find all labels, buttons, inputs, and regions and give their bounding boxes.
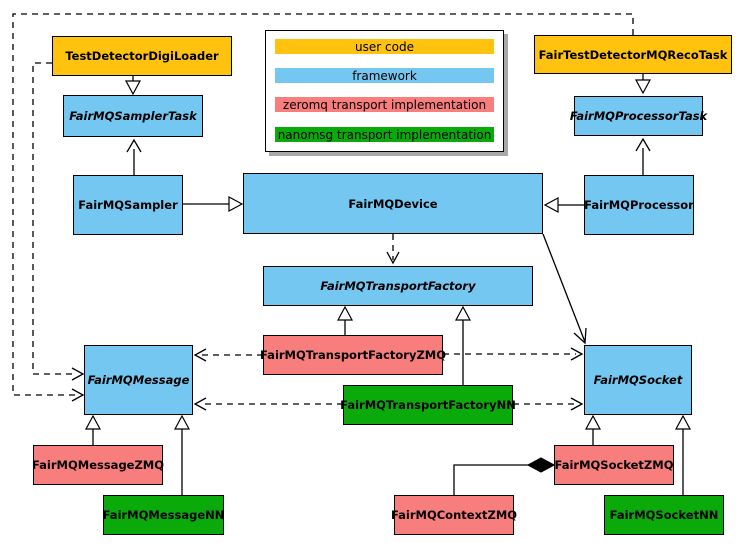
node-label: FairMQSamplerTask — [69, 109, 197, 123]
node-label: FairMQContextZMQ — [390, 508, 518, 522]
edge-processor-device — [543, 196, 584, 214]
node-label: FairMQSocket — [593, 373, 683, 387]
edge-factorynn-transportfactory — [454, 305, 472, 385]
legend-item-user_code: user code — [275, 39, 494, 54]
node-fairmq-device: FairMQDevice — [243, 173, 543, 234]
node-fairmq-processor: FairMQProcessor — [584, 175, 694, 235]
edge-device-socket — [542, 233, 587, 345]
edge-recotask-message — [12, 13, 634, 402]
node-label: FairMQMessage — [87, 373, 190, 387]
edge-socketzmq-socket — [584, 414, 602, 445]
edge-digiloader-message — [32, 62, 85, 381]
node-label: TestDetectorDigiLoader — [65, 49, 219, 63]
node-test-detector-digi-loader: TestDetectorDigiLoader — [52, 36, 232, 76]
node-fairmq-processor-task: FairMQProcessorTask — [570, 96, 707, 136]
edge-contextzmq-socketzmq — [453, 457, 556, 495]
edge-factorynn-message — [193, 397, 343, 411]
node-label: FairMQSampler — [78, 198, 178, 212]
node-fair-test-detector-mq-reco-task: FairTestDetectorMQRecoTask — [534, 35, 732, 74]
node-label: FairMQTransportFactoryZMQ — [260, 348, 447, 362]
node-label: FairMQMessageNN — [102, 508, 225, 522]
edge-device-transportfactory — [386, 234, 400, 265]
node-fairmq-socket-zmq: FairMQSocketZMQ — [554, 445, 674, 485]
node-label: FairTestDetectorMQRecoTask — [538, 47, 728, 62]
legend-label: user code — [355, 39, 414, 54]
node-fairmq-message: FairMQMessage — [84, 345, 193, 415]
edge-messagenn-message — [173, 414, 191, 495]
node-label: FairMQTransportFactoryNN — [340, 398, 516, 412]
edge-sampler-samplertask — [126, 138, 142, 175]
legend-label: framework — [352, 68, 417, 83]
edge-sampler-device — [183, 195, 244, 213]
node-label: FairMQProcessorTask — [569, 109, 708, 123]
node-fairmq-socket-nn: FairMQSocketNN — [604, 495, 724, 535]
edge-processor-processortask — [635, 137, 651, 175]
legend-item-framework: framework — [275, 68, 494, 83]
node-fairmq-transport-factory-nn: FairMQTransportFactoryNN — [340, 385, 516, 425]
edge-digiloader-samplertask — [124, 76, 142, 96]
edge-recotask-processortask — [634, 74, 652, 95]
legend-item-zeromq: zeromq transport implementation — [275, 97, 494, 112]
node-label: FairMQDevice — [348, 196, 438, 211]
legend-item-nanomsg: nanomsg transport implementation — [275, 127, 494, 142]
edge-factoryzmq-transportfactory — [336, 305, 354, 335]
node-label: FairMQTransportFactory — [320, 279, 476, 293]
node-label: FairMQProcessor — [584, 198, 694, 212]
edge-socketnn-socket — [674, 414, 692, 495]
legend-label: zeromq transport implementation — [282, 97, 487, 112]
edge-factoryzmq-socket — [443, 347, 584, 361]
edge-factoryzmq-message — [193, 348, 263, 362]
node-fairmq-message-zmq: FairMQMessageZMQ — [31, 445, 165, 485]
node-fairmq-sampler: FairMQSampler — [73, 175, 183, 235]
node-fairmq-context-zmq: FairMQContextZMQ — [390, 495, 518, 535]
legend: user code framework zeromq transport imple… — [265, 30, 504, 152]
node-fairmq-message-nn: FairMQMessageNN — [103, 495, 224, 535]
node-fairmq-socket: FairMQSocket — [584, 345, 692, 415]
edge-factorynn-socket — [513, 397, 584, 411]
node-label: FairMQSocketZMQ — [554, 458, 674, 472]
legend-label: nanomsg transport implementation — [277, 127, 492, 142]
node-fairmq-transport-factory-zmq: FairMQTransportFactoryZMQ — [260, 335, 447, 375]
edge-messagezmq-message — [84, 414, 102, 445]
node-label: FairMQMessageZMQ — [31, 458, 165, 472]
node-fairmq-sampler-task: FairMQSamplerTask — [63, 95, 203, 137]
node-label: FairMQSocketNN — [609, 508, 719, 522]
node-fairmq-transport-factory: FairMQTransportFactory — [263, 266, 533, 306]
